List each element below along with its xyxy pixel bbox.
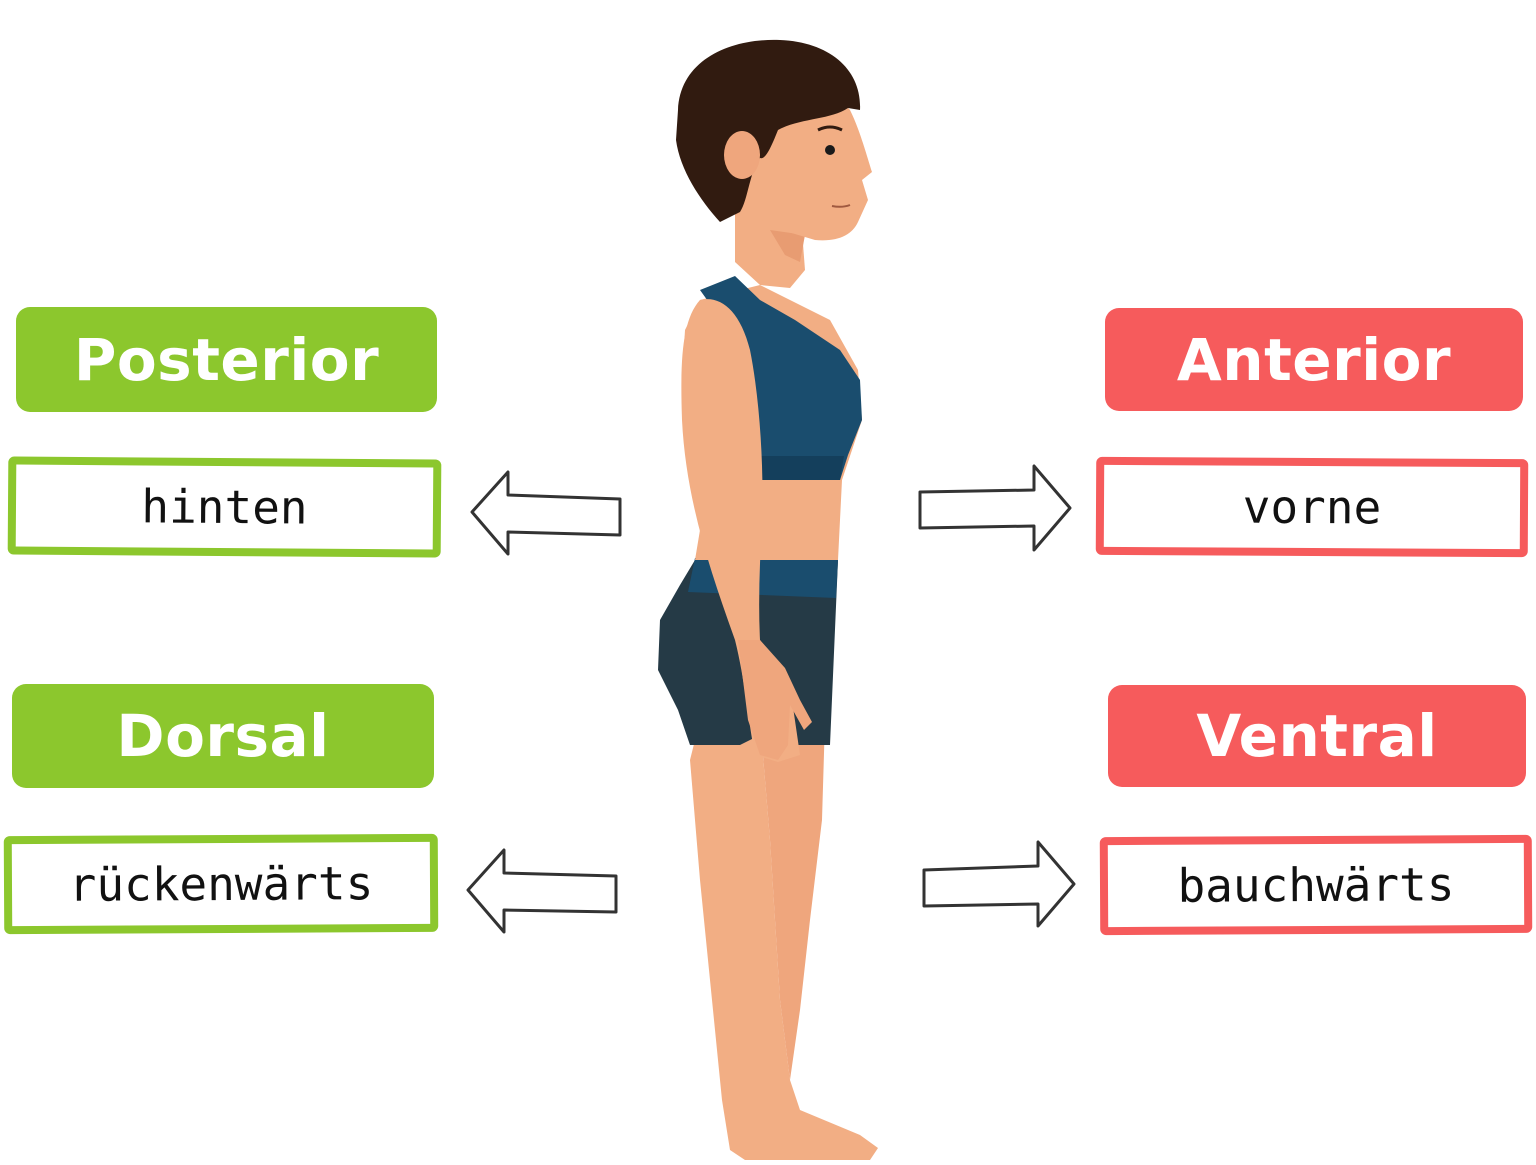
dorsal-label: Dorsal <box>12 684 434 788</box>
ventral-label: Ventral <box>1108 685 1526 787</box>
ventral-term: bauchwärts <box>1099 834 1533 936</box>
posterior-label: Posterior <box>16 307 437 412</box>
posterior-term: hinten <box>7 456 442 558</box>
anterior-label: Anterior <box>1105 308 1523 411</box>
anterior-term: vorne <box>1095 456 1529 558</box>
arrow-left-icon <box>466 848 618 934</box>
arrow-left-icon <box>470 470 622 556</box>
arrow-right-icon <box>918 464 1072 552</box>
dorsal-term: rückenwärts <box>3 833 439 935</box>
arrow-right-icon <box>922 840 1076 928</box>
human-profile-illustration <box>658 39 878 1160</box>
